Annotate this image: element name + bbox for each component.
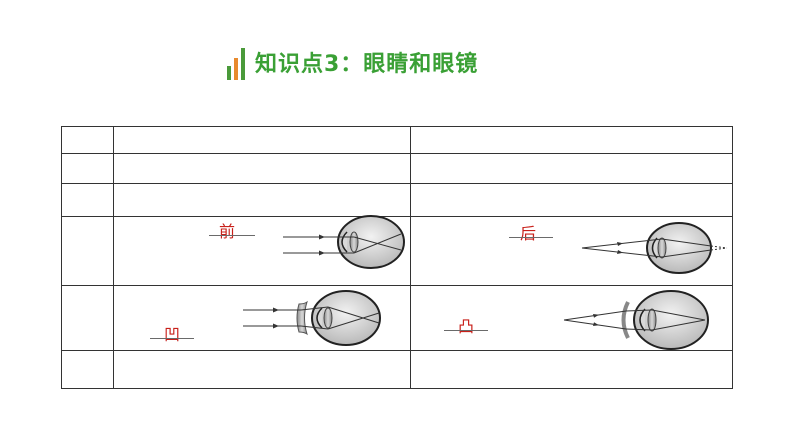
answer-blank-line	[209, 235, 255, 236]
hyperopia-eye-diagram	[581, 222, 728, 274]
answer-blank-line	[509, 237, 553, 238]
comparison-table: 前 后 凹 凸	[61, 126, 733, 389]
title-accent-bar	[234, 58, 238, 80]
title-accent-bar	[227, 66, 231, 80]
title-accent-bar	[241, 48, 245, 80]
myopia-eye-diagram	[283, 215, 405, 269]
myopia-focus-answer: 前	[219, 222, 236, 241]
table-grid-and-diagrams	[61, 126, 733, 389]
answer-blank-line	[444, 330, 488, 331]
myopia-lens-answer: 凹	[164, 325, 181, 344]
hyperopia-focus-answer: 后	[520, 224, 537, 243]
hyperopia-correction-diagram	[563, 290, 709, 350]
section-title: 知识点3：眼睛和眼镜	[227, 44, 547, 80]
hyperopia-lens-answer: 凸	[458, 317, 475, 336]
table-lines	[61, 126, 733, 389]
title-text: 知识点3：眼睛和眼镜	[255, 52, 479, 77]
myopia-correction-diagram	[243, 290, 381, 346]
answer-blank-line	[150, 338, 194, 339]
